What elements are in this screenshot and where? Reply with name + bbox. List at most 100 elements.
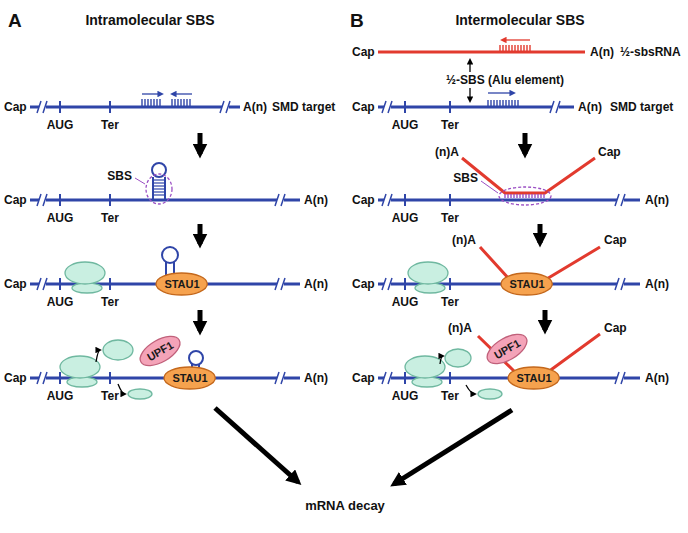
ribosome-large-subunit [405,356,445,378]
strand-break [37,372,41,384]
cap-label: Cap [352,101,375,113]
cap-label: Cap [352,46,375,58]
polya-label: A(n) [590,46,614,58]
codon-label: Ter [101,296,119,308]
strand-break [388,194,392,206]
node-outline [501,273,552,295]
strand-break [621,194,625,206]
strand-break [43,101,47,113]
strand-break [281,372,285,384]
base-pair-mark [531,194,532,198]
ribosome-large-subunit [60,356,100,378]
base-pair-mark [540,194,541,198]
base-pair-mark [517,100,518,106]
base-pair-mark [499,100,500,106]
base-pair-mark [153,182,165,183]
polya-label: A(n) [645,372,669,384]
base-pair-mark [502,100,503,106]
strand-break [275,278,279,290]
polya-label: A(n) [645,194,669,206]
protein-name: STAU1 [164,279,199,290]
cap-label: Cap [604,322,627,334]
base-pair-mark [153,191,165,192]
node-outline [482,328,531,369]
release-arrow [96,350,100,362]
panel-letter: A [8,11,22,30]
leader-line [481,181,498,193]
base-pair-mark [507,194,508,198]
codon-label: AUG [47,390,74,402]
cap-label: Cap [352,194,375,206]
node-outline [156,273,207,295]
base-pair-mark [514,100,515,106]
panel-title: Intermolecular SBS [455,13,584,27]
base-pair-mark [174,99,175,106]
codon-tick [404,194,406,206]
codon-tick [404,101,406,113]
strand-break [556,101,560,113]
strand-direction-arrow [488,92,514,93]
base-pair-mark [186,99,187,106]
base-pair-mark [543,194,544,198]
codon-label: AUG [47,212,74,224]
strand-break [281,194,285,206]
base-pair-mark [156,99,157,106]
codon-label: Ter [441,390,459,402]
strand-break [550,101,554,113]
codon-label: AUG [392,390,419,402]
transcript-label: SMD target [610,101,673,113]
strand-break [615,278,619,290]
base-pair-mark [520,45,521,51]
strand-break [43,278,47,290]
codon-tick [449,101,451,113]
hairpin-loop [162,247,178,263]
codon-label: AUG [392,119,419,131]
codon-label: Ter [101,212,119,224]
ribosome-large-subunit [408,262,448,284]
protein-name: STAU1 [509,279,544,290]
base-pair-mark [523,45,524,51]
step-arrow [198,224,203,244]
base-pair-mark [159,99,160,106]
polya-label: A(n) [304,372,328,384]
base-pair-mark [171,99,172,106]
codon-tick [449,194,451,206]
base-pair-mark [493,100,494,106]
codon-tick [59,194,61,206]
cap-label: Cap [598,146,621,158]
codon-tick [59,101,61,113]
strand-direction-arrow [172,93,192,94]
cap-label: Cap [4,372,27,384]
codon-label: Ter [441,296,459,308]
polya-label: A(n) [304,278,328,290]
mrna-strand [378,199,640,202]
codon-label: AUG [392,296,419,308]
codon-label: Ter [101,119,119,131]
base-pair-mark [517,45,518,51]
release-arrow [440,356,443,364]
node-outline [135,330,184,371]
codon-tick [59,372,61,384]
base-pair-mark [514,45,515,51]
codon-tick [109,194,111,206]
base-pair-mark [505,100,506,106]
base-pair-mark [522,194,523,198]
codon-tick [109,101,111,113]
upf1-protein: UPF1 [134,329,186,373]
base-pair-mark [526,45,527,51]
base-pair-mark [519,194,520,198]
release-arrow [466,385,475,394]
strand-break [388,278,392,290]
hairpin-loop [189,351,203,365]
base-pair-mark [504,194,505,198]
strand-break [382,278,386,290]
element-label: ½-SBS (Alu element) [446,74,564,86]
base-pair-mark [511,100,512,106]
base-pair-mark [525,194,526,198]
cap-label: Cap [4,194,27,206]
strand-break [220,101,224,113]
step-arrow [523,133,528,154]
transcript-label: SMD target [272,101,335,113]
base-pair-mark [516,194,517,198]
